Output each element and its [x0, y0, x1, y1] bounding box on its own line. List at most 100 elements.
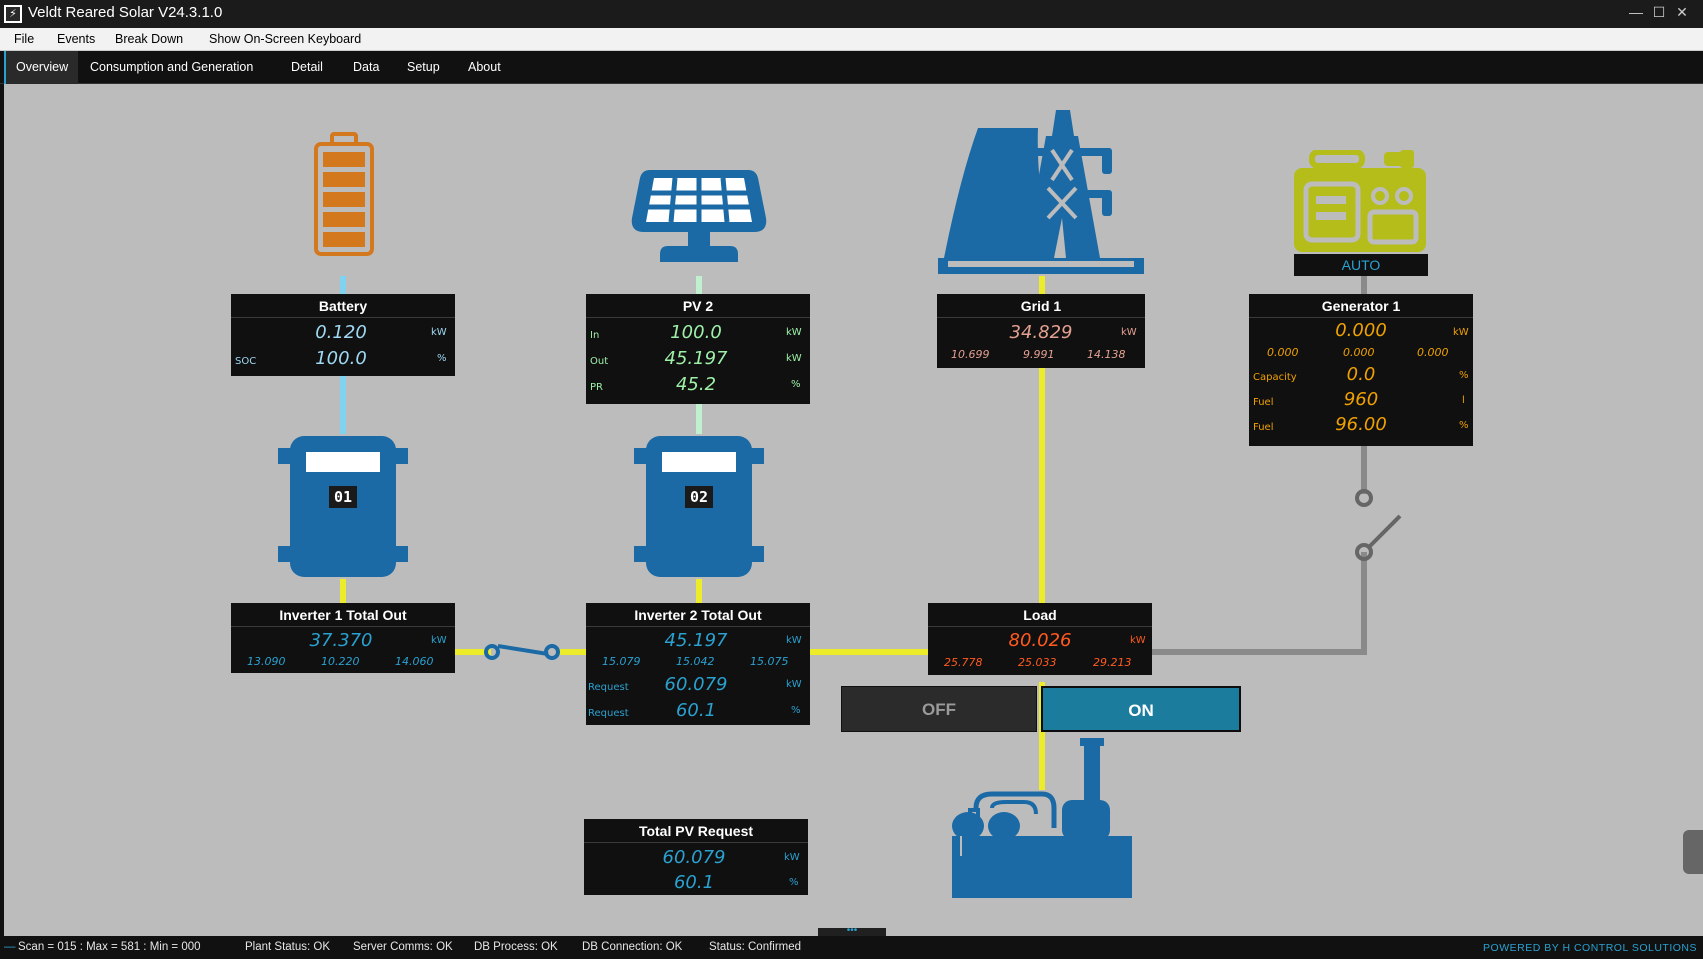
generator-fuel-pct-label: Fuel [1253, 422, 1274, 433]
inverter-1-badge: 01 [329, 486, 357, 508]
generator-fuel-pct-unit: % [1459, 420, 1469, 431]
load-factory-line [1039, 682, 1045, 790]
battery-inverter-line [340, 376, 346, 434]
gen-link-line [1361, 276, 1367, 294]
generator-capacity-label: Capacity [1253, 372, 1297, 383]
generator-phase-l2: 0.000 [1343, 346, 1375, 359]
inverter-2-phase-l3: 15.075 [750, 655, 789, 668]
load-power: 80.026 [1008, 630, 1072, 651]
inverter-2-request-label: Request [588, 682, 629, 693]
inverter-2-request-unit: kW [786, 679, 802, 690]
generator-capacity-unit: % [1459, 370, 1469, 381]
inverter-2-power: 45.197 [664, 630, 728, 651]
tab-about[interactable]: About [468, 60, 501, 74]
pv-out-unit: kW [786, 353, 802, 364]
status-plant: Plant Status: OK [245, 941, 331, 953]
gen-breaker-arm [1367, 514, 1402, 549]
side-drawer-handle[interactable] [1683, 830, 1703, 874]
grid-on-button[interactable]: ON [1041, 686, 1241, 732]
window-title: Veldt Reared Solar V24.3.1.0 [28, 4, 223, 21]
minimize-icon[interactable]: — [1629, 4, 1643, 20]
inverter-1-phase-l2: 10.220 [321, 655, 360, 668]
tab-data[interactable]: Data [353, 60, 380, 74]
total-pv-request-panel: Total PV Request 60.079 kW 60.1 % [584, 819, 808, 895]
inverter-1-phase-l3: 14.060 [395, 655, 434, 668]
total-pv-pct-unit: % [789, 877, 799, 888]
overview-canvas: AUTO Battery 0.120 kW SOC 100.0 % PV 2 I… [4, 84, 1703, 936]
pv-title: PV 2 [586, 294, 810, 318]
tab-bar: Overview Consumption and Generation Deta… [0, 51, 1703, 84]
close-icon[interactable]: ✕ [1676, 4, 1688, 20]
maximize-icon[interactable]: ☐ [1652, 4, 1666, 20]
gen-breaker-top [1355, 489, 1373, 507]
inverter-2-request: 60.079 [664, 674, 728, 695]
generator-power: 0.000 [1335, 320, 1387, 341]
status-bar: — Scan = 015 : Max = 581 : Min = 000 Pla… [0, 936, 1703, 959]
pv-in-label: In [590, 330, 600, 341]
inverter-2-badge: 02 [685, 486, 713, 508]
tab-setup[interactable]: Setup [407, 60, 440, 74]
total-pv-pct: 60.1 [673, 872, 715, 893]
pv-pr: 45.2 [675, 374, 717, 395]
inverter-1-panel: Inverter 1 Total Out 37.370 kW 13.090 10… [231, 603, 455, 673]
menu-file[interactable]: File [14, 32, 35, 46]
tab-detail[interactable]: Detail [291, 60, 323, 74]
total-pv-title: Total PV Request [584, 819, 808, 843]
inverter-1-title: Inverter 1 Total Out [231, 603, 455, 627]
battery-soc: 100.0 [315, 348, 367, 369]
inverter-1-power-unit: kW [431, 635, 447, 646]
menu-show-keyboard[interactable]: Show On-Screen Keyboard [209, 32, 362, 46]
inverter-1-power: 37.370 [309, 630, 373, 651]
inverter-2-title: Inverter 2 Total Out [586, 603, 810, 627]
status-server-comms: Server Comms: OK [353, 941, 453, 953]
flow-lines [340, 276, 1402, 790]
inverter-2-icon[interactable]: 02 [632, 434, 766, 579]
grid-phase-l3: 14.138 [1087, 348, 1126, 361]
grid-link-line [1039, 276, 1045, 294]
total-pv-power-unit: kW [784, 852, 800, 863]
bottom-drawer-handle[interactable]: ••• [818, 926, 886, 936]
inverter-2-phase-l2: 15.042 [676, 655, 715, 668]
generator-power-unit: kW [1453, 327, 1469, 338]
grid-power: 34.829 [1009, 322, 1073, 343]
generator-panel: Generator 1 0.000 kW 0.000 0.000 0.000 C… [1249, 294, 1473, 446]
inverter1-out-line [340, 579, 346, 603]
pv-panel: PV 2 In 100.0 kW Out 45.197 kW PR 45.2 % [586, 294, 810, 404]
inverter-2-request-pct-label: Request [588, 708, 629, 719]
gen-breaker-bottom [1355, 543, 1373, 561]
total-pv-power: 60.079 [662, 847, 726, 868]
powered-by: POWERED BY H CONTROL SOLUTIONS [1483, 942, 1697, 954]
status-scan: Scan = 015 : Max = 581 : Min = 000 [18, 941, 201, 953]
title-bar: ⚡ Veldt Reared Solar V24.3.1.0 — ☐ ✕ [0, 0, 1703, 28]
grid-panel: Grid 1 34.829 kW 10.699 9.991 14.138 [937, 294, 1145, 368]
battery-panel: Battery 0.120 kW SOC 100.0 % [231, 294, 455, 376]
battery-icon [314, 132, 374, 256]
power-plant-pylon-icon [938, 110, 1144, 274]
inverter2-out-line [696, 579, 702, 603]
menu-events[interactable]: Events [57, 32, 96, 46]
grid-off-button[interactable]: OFF [841, 686, 1037, 732]
generator-capacity: 0.0 [1346, 364, 1376, 385]
battery-link-line [340, 276, 346, 294]
battery-soc-label: SOC [235, 356, 257, 367]
left-border [0, 84, 4, 936]
pv-out-label: Out [590, 356, 609, 367]
inverter-2-request-pct: 60.1 [675, 700, 717, 721]
menu-break-down[interactable]: Break Down [115, 32, 184, 46]
load-phase-l1: 25.778 [944, 656, 983, 669]
inverter-2-phase-l1: 15.079 [602, 655, 641, 668]
generator-fuel-unit: l [1462, 395, 1465, 406]
generator-mode-badge[interactable]: AUTO [1294, 254, 1428, 276]
tab-consumption-generation[interactable]: Consumption and Generation [90, 60, 254, 74]
inverter-1-icon[interactable]: 01 [276, 434, 410, 579]
generator-icon [1294, 150, 1426, 252]
tab-overview[interactable]: Overview [4, 51, 79, 84]
pv-link-line [696, 276, 702, 294]
generator-fuel-label: Fuel [1253, 397, 1274, 408]
factory-icon [952, 738, 1132, 898]
status-db-connection: DB Connection: OK [582, 941, 683, 953]
status-db-process: DB Process: OK [474, 941, 558, 953]
breaker-left-contact [484, 644, 500, 660]
gen-down-line [1361, 446, 1367, 494]
battery-power-unit: kW [431, 327, 447, 338]
